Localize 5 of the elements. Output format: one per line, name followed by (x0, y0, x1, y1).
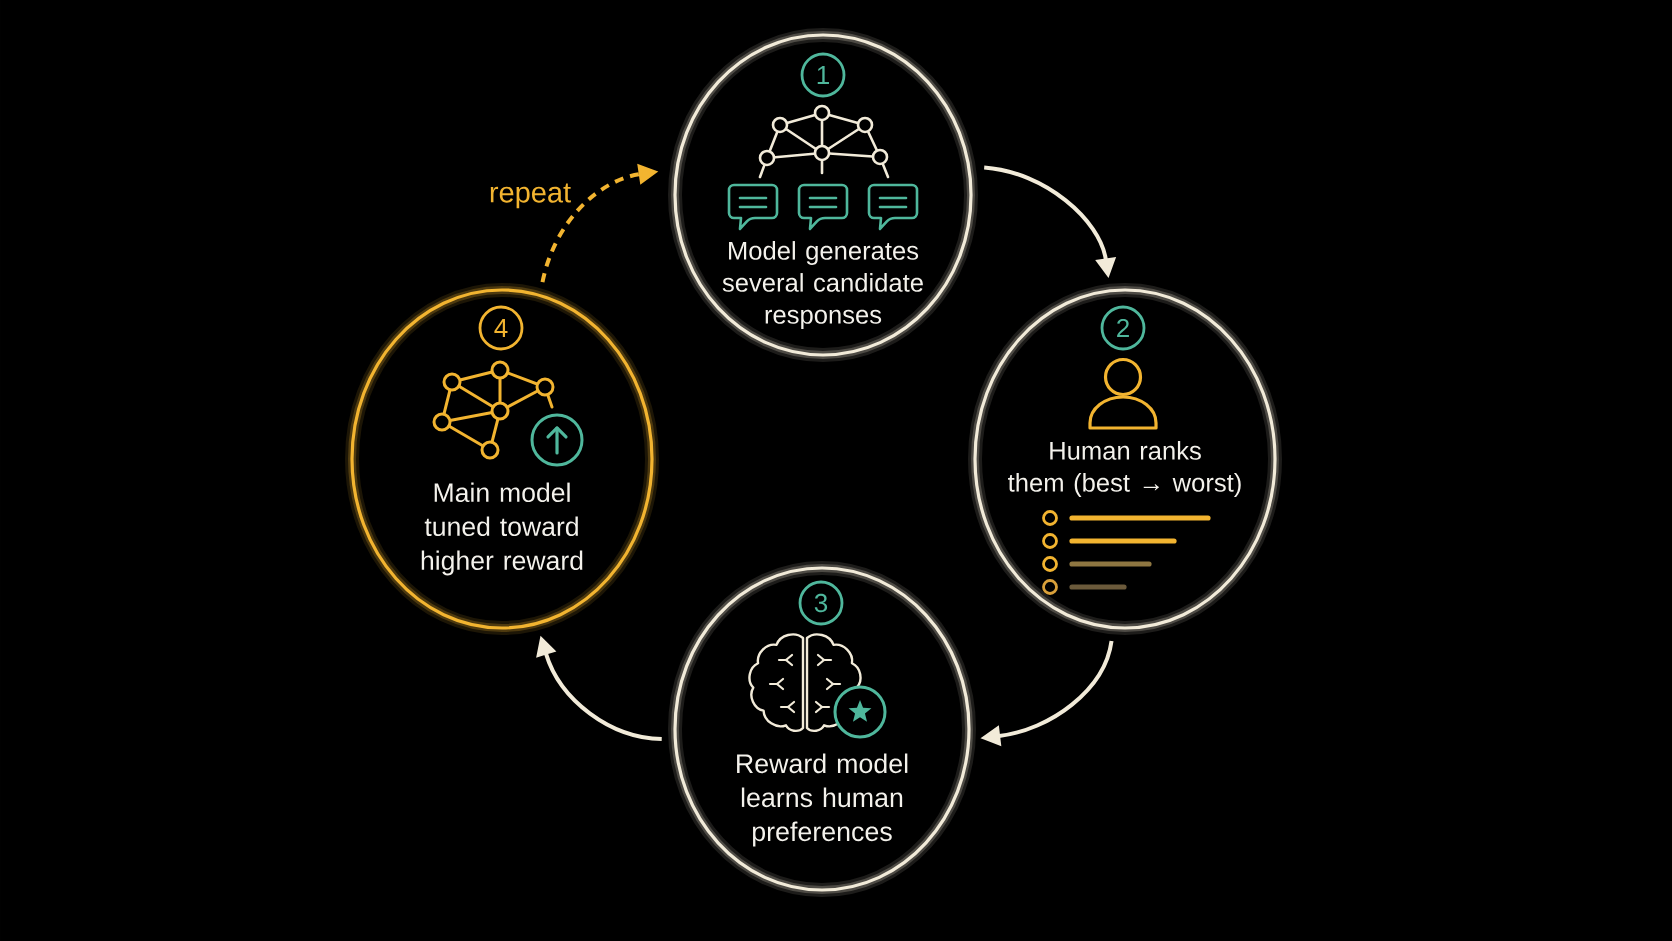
edge-label: repeat (484, 179, 576, 213)
number-badge: 3 (798, 580, 844, 626)
number-badge: 4 (478, 305, 524, 351)
number-badge: 2 (1100, 305, 1146, 351)
number-badge: 1 (800, 52, 846, 98)
